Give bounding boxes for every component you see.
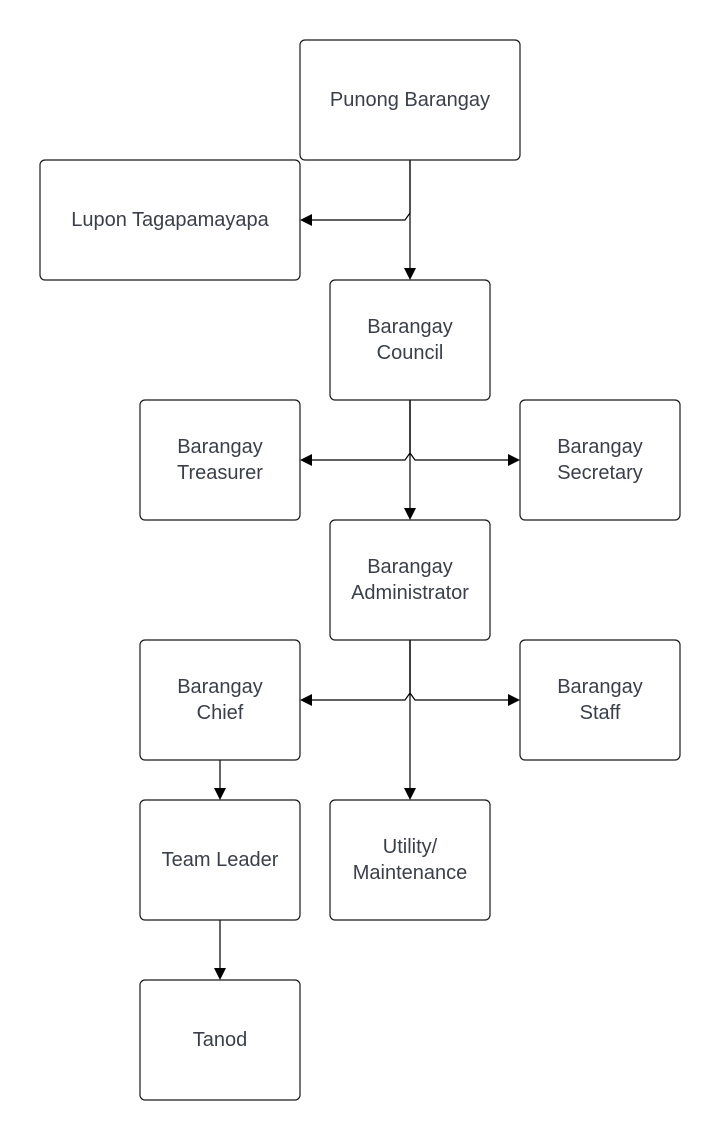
edge-barangay-council-to-barangay-secretary-arrowhead	[508, 454, 520, 466]
edge-barangay-administrator-to-barangay-staff-line	[409, 640, 508, 701]
lupon-tagapamayapa-box	[39, 159, 301, 281]
team-leader-box	[139, 799, 301, 921]
barangay-chief-label: Barangay	[177, 676, 263, 698]
edge-barangay-council-to-barangay-administrator-arrowhead	[404, 508, 416, 520]
barangay-staff-label: Staff	[580, 702, 621, 724]
punong-barangay-label: Punong Barangay	[330, 89, 490, 111]
barangay-staff-label: Barangay	[557, 676, 643, 698]
edge-barangay-council-to-barangay-secretary	[409, 400, 520, 466]
barangay-council-label: Barangay	[367, 316, 453, 338]
edge-punong-barangay-to-lupon-tagapamayapa-arrowhead	[300, 214, 312, 226]
edge-barangay-administrator-to-barangay-staff-arrowhead	[508, 694, 520, 706]
connector-layer	[214, 160, 520, 980]
edge-punong-barangay-to-lupon-tagapamayapa-line	[312, 160, 411, 221]
edge-barangay-council-to-barangay-administrator	[404, 400, 416, 520]
barangay-chief-label: Chief	[197, 702, 244, 724]
barangay-administrator-label: Barangay	[367, 556, 453, 578]
barangay-council-label: Council	[377, 342, 444, 364]
edge-barangay-council-to-barangay-secretary-line	[409, 400, 508, 461]
edge-barangay-chief-to-team-leader	[214, 760, 226, 800]
tanod-node: Tanod	[139, 979, 301, 1101]
barangay-council-box	[329, 279, 491, 401]
edge-barangay-administrator-to-utility-maintenance-arrowhead	[404, 788, 416, 800]
punong-barangay-box	[299, 39, 521, 161]
utility-maintenance-box	[329, 799, 491, 921]
barangay-treasurer-label: Treasurer	[177, 462, 263, 484]
lupon-tagapamayapa-node: Lupon Tagapamayapa	[39, 159, 301, 281]
edge-barangay-council-to-barangay-treasurer	[300, 400, 411, 466]
tanod-box	[139, 979, 301, 1101]
edge-barangay-administrator-to-barangay-staff	[409, 640, 520, 706]
tanod-label: Tanod	[193, 1029, 248, 1051]
edge-barangay-administrator-to-utility-maintenance	[404, 640, 416, 800]
barangay-secretary-label: Barangay	[557, 436, 643, 458]
edge-team-leader-to-tanod	[214, 920, 226, 980]
edge-barangay-administrator-to-barangay-chief	[300, 640, 411, 706]
punong-barangay-node: Punong Barangay	[299, 39, 521, 161]
barangay-administrator-label: Administrator	[351, 582, 469, 604]
barangay-administrator-box	[329, 519, 491, 641]
edge-barangay-council-to-barangay-treasurer-line	[312, 400, 411, 461]
utility-maintenance-label: Utility/	[383, 836, 438, 858]
utility-maintenance-label: Maintenance	[353, 862, 468, 884]
barangay-treasurer-label: Barangay	[177, 436, 263, 458]
utility-maintenance-node: Utility/Maintenance	[329, 799, 491, 921]
edge-barangay-administrator-to-barangay-chief-arrowhead	[300, 694, 312, 706]
edge-barangay-chief-to-team-leader-arrowhead	[214, 788, 226, 800]
edge-barangay-council-to-barangay-treasurer-arrowhead	[300, 454, 312, 466]
edge-team-leader-to-tanod-arrowhead	[214, 968, 226, 980]
edge-barangay-administrator-to-barangay-chief-line	[312, 640, 411, 701]
barangay-staff-box	[519, 639, 681, 761]
edge-punong-barangay-to-lupon-tagapamayapa	[300, 160, 411, 226]
barangay-treasurer-box	[139, 399, 301, 521]
team-leader-label: Team Leader	[162, 849, 279, 871]
lupon-tagapamayapa-label: Lupon Tagapamayapa	[71, 209, 269, 231]
barangay-secretary-label: Secretary	[557, 462, 643, 484]
barangay-secretary-box	[519, 399, 681, 521]
edge-punong-barangay-to-barangay-council	[404, 160, 416, 280]
barangay-chief-box	[139, 639, 301, 761]
edge-punong-barangay-to-barangay-council-arrowhead	[404, 268, 416, 280]
team-leader-node: Team Leader	[139, 799, 301, 921]
